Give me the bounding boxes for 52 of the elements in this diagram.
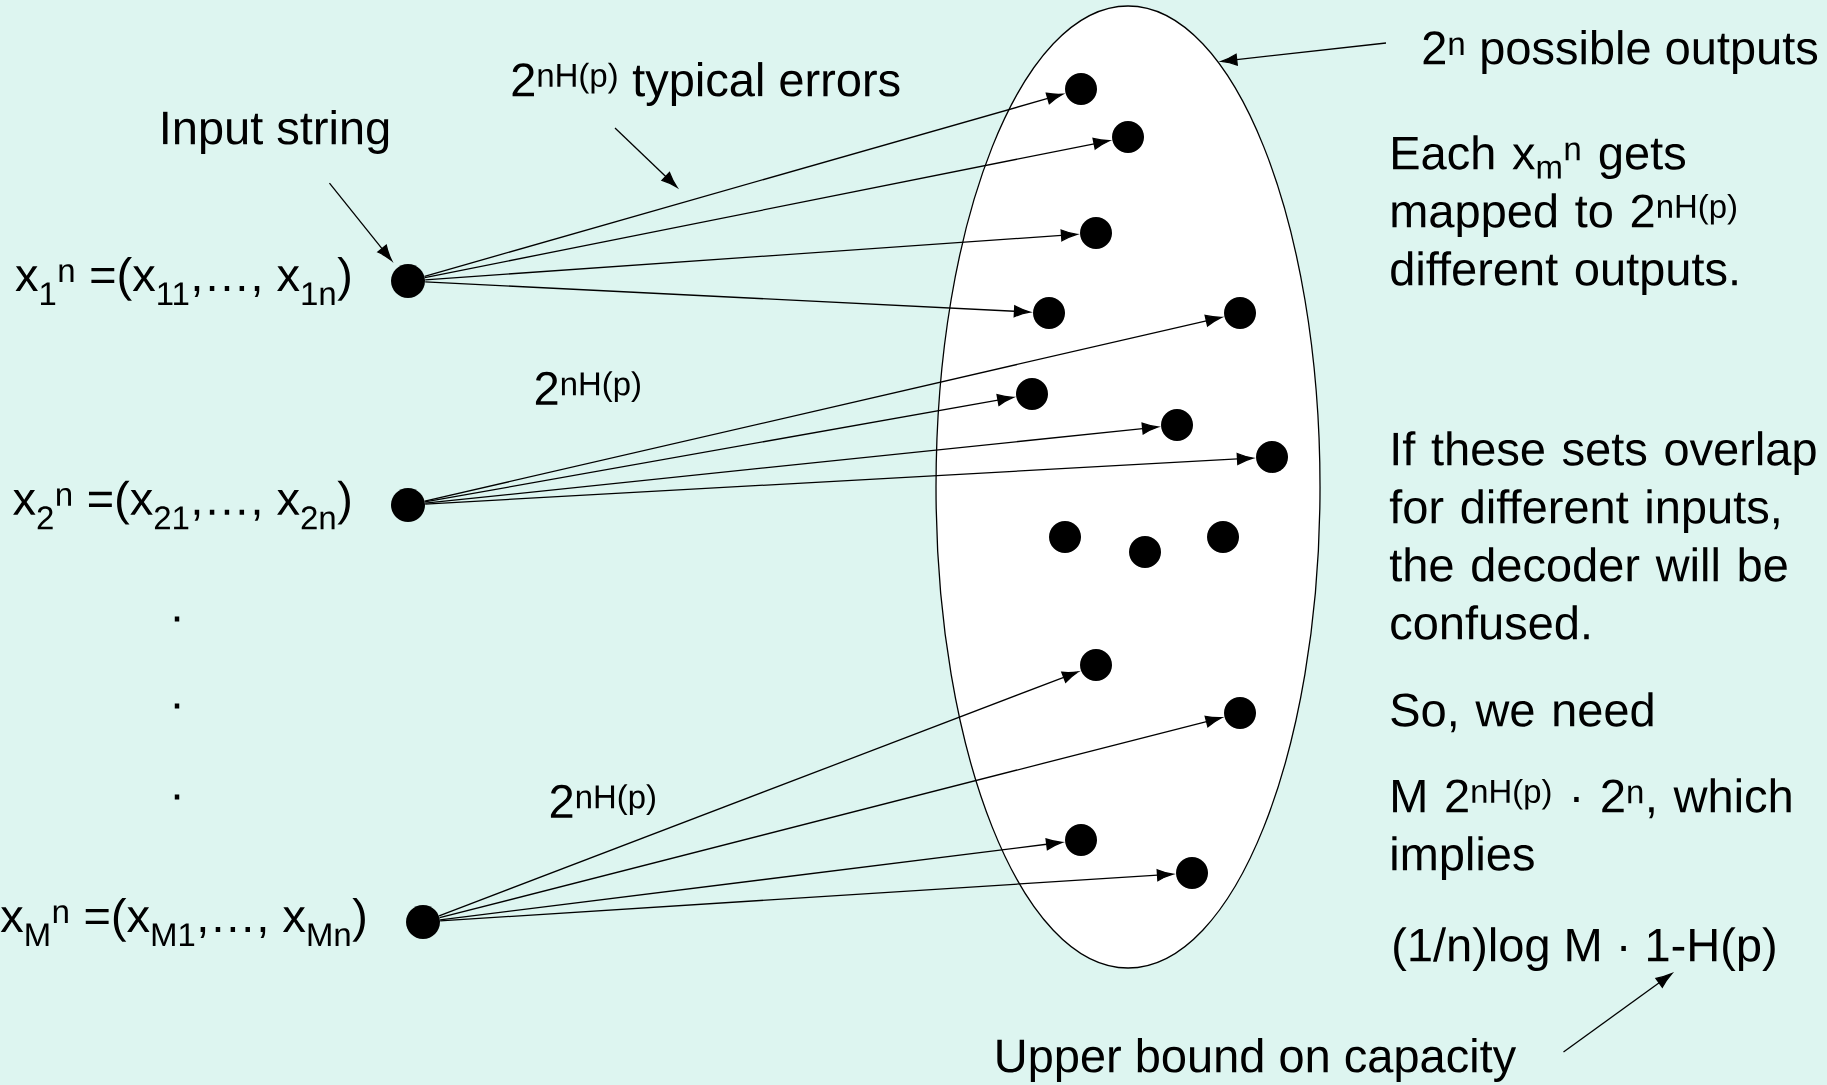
input-formula: x$_{2}$$^{n}$ =(x$_{21}$,…, x$_{2n}$): [13, 480, 350, 530]
annotation-text: Upper bound on capacity: [997, 1038, 1517, 1082]
input-formula: x$_{1}$$^{n}$ =(x$_{11}$,…, x$_{1n}$): [15, 256, 350, 306]
exponent-label: 2$^{nH(p)}$: [550, 784, 655, 818]
output-set-ellipse: [935, 5, 1321, 969]
arrow: [439, 838, 1063, 921]
annotation-text: 2$^{nH(p)}$ typical errors: [512, 62, 900, 106]
arrow: [439, 715, 1223, 919]
dot: [1065, 73, 1097, 105]
dot: [1016, 378, 1048, 410]
arrow: [424, 137, 1110, 279]
dot: [1256, 441, 1288, 473]
dot: [1065, 824, 1097, 856]
ellipsis-dot: .: [174, 616, 180, 622]
dot: [406, 905, 440, 939]
arrow: [424, 314, 1223, 502]
ellipsis-dot: .: [174, 703, 180, 709]
dot: [1224, 297, 1256, 329]
arrow: [424, 452, 1254, 505]
dot: [1049, 521, 1081, 553]
leader-line: [1220, 42, 1387, 66]
dot: [1224, 697, 1256, 729]
leader-line: [1562, 973, 1673, 1053]
dot: [1080, 217, 1112, 249]
dot: [1207, 521, 1239, 553]
arrow: [424, 422, 1159, 504]
arrow: [438, 671, 1079, 917]
input-formula: x$_{M}$$^{n}$ =(x$_{M1}$,…, x$_{Mn}$): [0, 897, 365, 947]
annotation-text: Input string: [163, 110, 389, 154]
paragraph: So, we need: [1391, 692, 1653, 733]
dot: [391, 488, 425, 522]
paragraph: If these sets overlap for different inputs, the decoder will be confused.: [1389, 431, 1816, 640]
dot: [1033, 297, 1065, 329]
paragraph: Each x$_{m}$$^{n}$ gets mapped to 2$^{nH(p)}$ different outputs.: [1391, 135, 1737, 295]
annotation-text: 2$^{n}$ possible outputs: [1423, 30, 1818, 74]
ellipsis-dot: .: [174, 794, 180, 800]
arrow: [424, 229, 1078, 281]
paragraph: M 2$^{nH(p)}$ · 2$^{n}$, which implies: [1392, 778, 1791, 880]
dot: [1129, 536, 1161, 568]
arrow: [423, 92, 1064, 277]
dot: [1176, 857, 1208, 889]
arrow: [439, 869, 1174, 922]
dot: [1161, 409, 1193, 441]
dot: [1112, 121, 1144, 153]
annotation-text: (1/n)log M · 1-H(p): [1394, 927, 1775, 971]
leader-line: [328, 182, 393, 262]
dot: [391, 264, 425, 298]
arrow: [424, 281, 1031, 318]
arrow: [424, 394, 1014, 503]
dot: [1080, 649, 1112, 681]
leader-line: [614, 127, 678, 188]
exponent-label: 2$^{nH(p)}$: [535, 371, 640, 405]
